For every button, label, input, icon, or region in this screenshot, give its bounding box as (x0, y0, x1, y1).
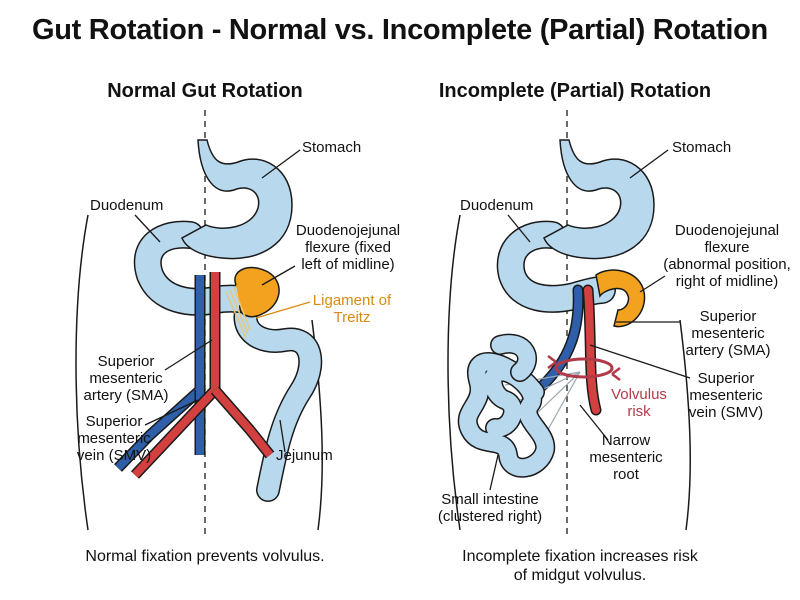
small-intestine-label: Small intestine(clustered right) (437, 491, 543, 525)
jejunum-label: Jejunum (276, 447, 333, 464)
dj-flexure-r (595, 269, 646, 328)
normal-caption: Normal fixation prevents volvulus. (85, 548, 325, 565)
normal-heading: Normal Gut Rotation (107, 80, 303, 102)
dj-flexure (234, 266, 280, 318)
stomach-label: Stomach (302, 139, 362, 156)
stomach-r (543, 139, 655, 260)
page-title: Gut Rotation - Normal vs. Incomplete (Pa… (32, 14, 768, 46)
normal-rotation-diagram (75, 110, 323, 535)
duodenum-label-r: Duodenum (460, 197, 534, 214)
ligament-of-treitz (225, 287, 251, 339)
incomplete-heading: Incomplete (Partial) Rotation (438, 80, 712, 102)
stomach (181, 139, 293, 260)
volvulus-twist-icon (547, 355, 621, 381)
left-body-contour-r (447, 214, 461, 531)
right-body-contour-r (679, 319, 691, 531)
left-body-contour (75, 214, 89, 531)
stomach-label-r: Stomach (672, 139, 732, 156)
incomplete-rotation-diagram (447, 110, 691, 535)
duodenum-label: Duodenum (90, 197, 164, 214)
